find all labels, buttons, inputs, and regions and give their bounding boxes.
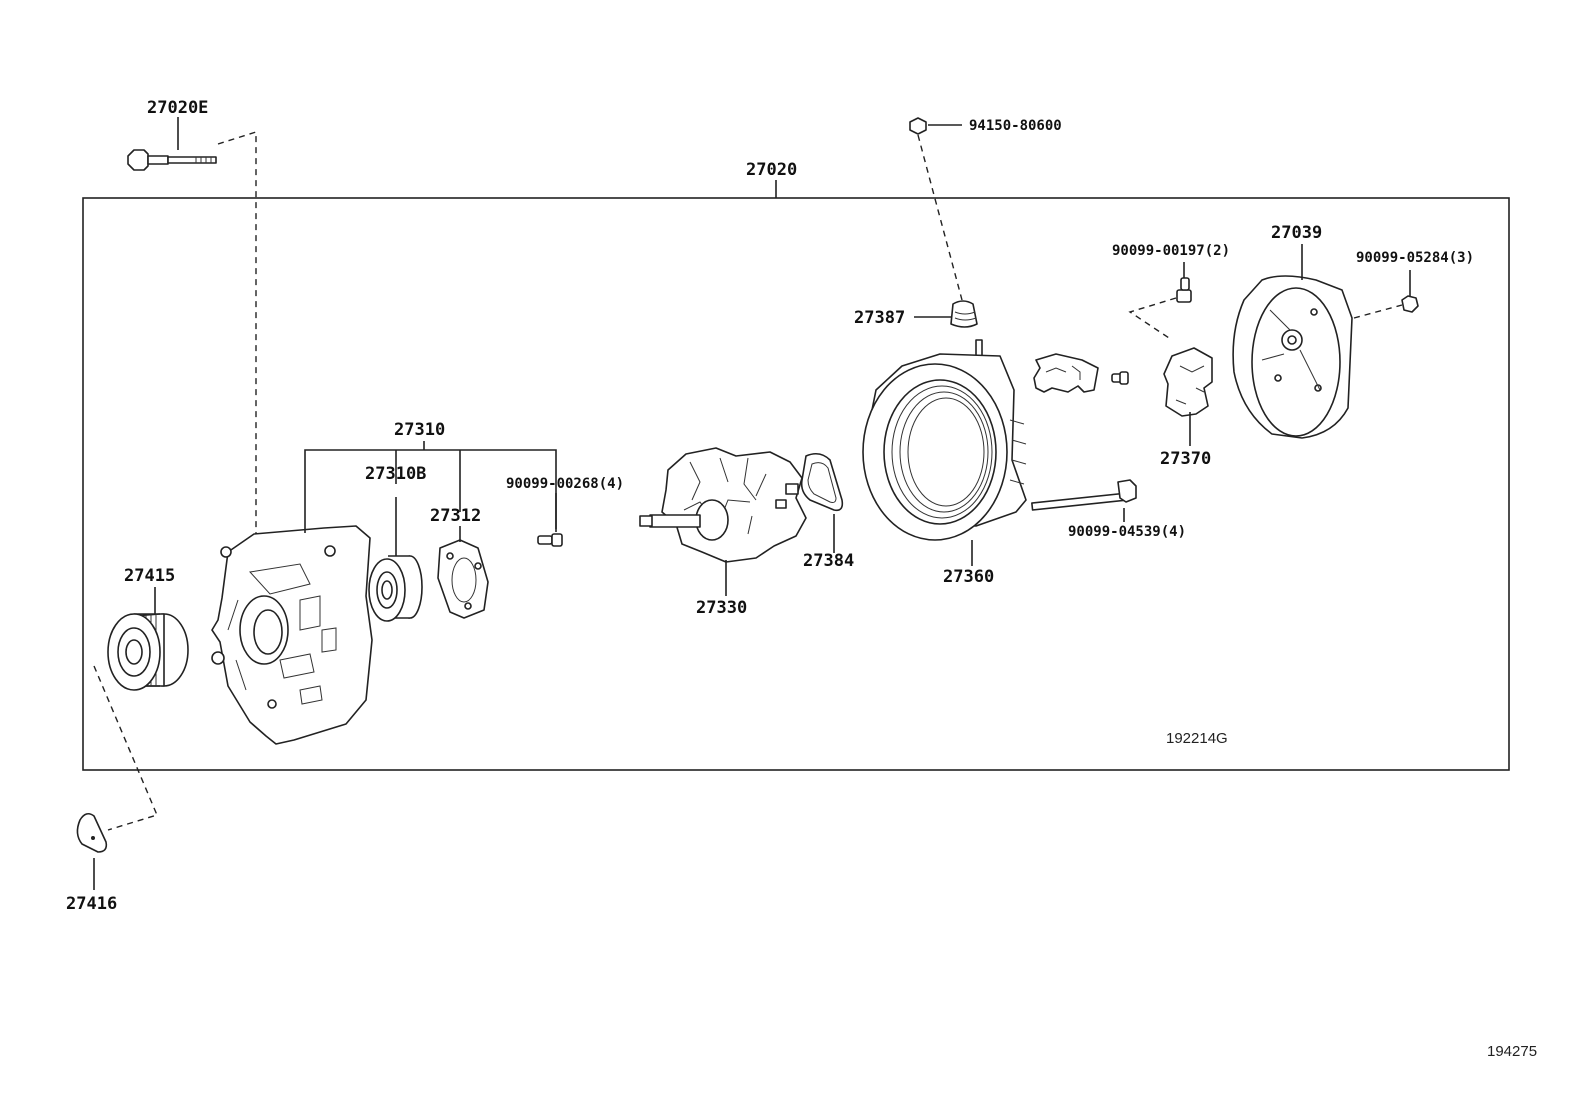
retainer-plate-part — [437, 539, 489, 619]
rotor-part — [639, 447, 807, 563]
label-27370: 27370 — [1160, 449, 1211, 469]
label-27312: 27312 — [430, 506, 481, 526]
label-94150-80600: 94150-80600 — [969, 118, 1062, 134]
long-bolt-part — [1031, 479, 1137, 511]
label-27387: 27387 — [854, 308, 905, 328]
label-27384: 27384 — [803, 551, 854, 571]
assembly-frame — [82, 197, 1510, 771]
gasket-part — [800, 452, 844, 512]
small-screw-part — [1111, 371, 1129, 385]
drive-end-frame-part — [211, 525, 373, 745]
illustration-code: 192214G — [1166, 730, 1228, 747]
label-27330: 27330 — [696, 598, 747, 618]
pulley-part — [107, 613, 189, 691]
stator-housing-part — [862, 339, 1027, 541]
label-27020E: 27020E — [147, 98, 208, 118]
label-90099-00197: 90099-00197(2) — [1112, 243, 1230, 259]
label-27020: 27020 — [746, 160, 797, 180]
bearing-part — [368, 555, 423, 622]
label-27039: 27039 — [1271, 223, 1322, 243]
screw-part — [537, 533, 563, 547]
screw-2-part — [1176, 277, 1192, 303]
label-27360: 27360 — [943, 567, 994, 587]
rear-cover-part — [1232, 275, 1353, 439]
label-27416: 27416 — [66, 894, 117, 914]
brush-holder-part — [1033, 353, 1099, 393]
label-27310B: 27310B — [365, 464, 426, 484]
label-90099-05284: 90099-05284(3) — [1356, 250, 1474, 266]
page-code: 194275 — [1487, 1043, 1537, 1060]
label-90099-00268: 90099-00268(4) — [506, 476, 624, 492]
insulator-part — [950, 300, 978, 328]
through-bolt-part — [127, 149, 217, 171]
cover-nut-part — [1401, 295, 1419, 313]
regulator-part — [1163, 347, 1213, 417]
label-90099-04539: 90099-04539(4) — [1068, 524, 1186, 540]
pulley-cap-part — [76, 812, 108, 853]
nut-part — [909, 117, 927, 135]
label-27415: 27415 — [124, 566, 175, 586]
label-27310: 27310 — [394, 420, 445, 440]
